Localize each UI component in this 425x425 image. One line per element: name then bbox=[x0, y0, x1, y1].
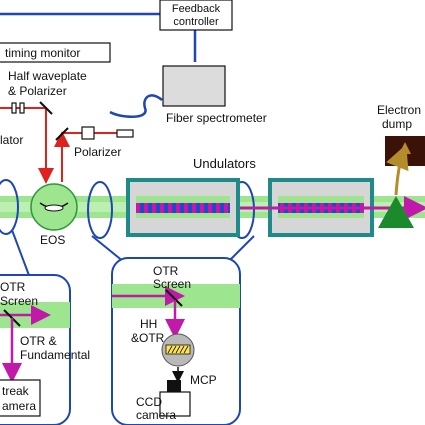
otr-screen-left-1: OTR bbox=[0, 280, 26, 294]
polarizer-optics bbox=[55, 126, 134, 141]
feedback-controller: Feedback controller bbox=[159, 0, 233, 31]
timing-monitor: timing monitor bbox=[0, 42, 111, 63]
undulator-1 bbox=[126, 178, 240, 237]
eos-label: EOS bbox=[40, 233, 65, 247]
ccd-label-1: CCD bbox=[136, 395, 162, 409]
electron-dump-label-2: dump bbox=[382, 117, 412, 131]
otr-screen-mid-1: OTR bbox=[153, 264, 179, 278]
ccd-label-2: camera bbox=[136, 408, 176, 422]
half-waveplate-label-1: Half waveplate bbox=[8, 69, 87, 83]
modulator-label: lator bbox=[0, 133, 23, 147]
feedback-label-1: Feedback bbox=[172, 3, 221, 15]
electron-dump-label-1: Electron bbox=[377, 103, 421, 117]
undulators-label: Undulators bbox=[193, 156, 256, 171]
otr-screen-mid-2: Screen bbox=[153, 277, 191, 291]
eos-chamber: EOS bbox=[30, 183, 78, 247]
ccd-camera-box bbox=[167, 380, 181, 392]
otr-fund-2: Fundamental bbox=[20, 348, 90, 362]
feedback-cables bbox=[0, 12, 197, 118]
feedback-label-2: controller bbox=[173, 16, 219, 28]
mcp-label: MCP bbox=[190, 373, 217, 387]
fiber-spectrometer-label: Fiber spectrometer bbox=[166, 111, 267, 125]
half-waveplate-optics bbox=[11, 101, 53, 115]
timing-monitor-label: timing monitor bbox=[5, 46, 80, 60]
hh-label-1: HH bbox=[140, 317, 157, 331]
hh-label-2: &OTR bbox=[131, 331, 165, 345]
otr-fund-1: OTR & bbox=[20, 334, 57, 348]
electron-dump: Electron dump bbox=[377, 103, 425, 228]
ccd-camera-panel: OTR Screen HH &OTR MCP CCD camera bbox=[91, 235, 255, 425]
otr-screen-left-2: Screen bbox=[0, 294, 38, 308]
polarizer-label: Polarizer bbox=[74, 145, 121, 159]
half-waveplate-label-2: & Polarizer bbox=[8, 84, 67, 98]
streak-camera-box bbox=[0, 379, 41, 417]
streak-label-1: treak bbox=[2, 384, 30, 398]
streak-camera-panel: OTR Screen OTR & Fundamental treak amera bbox=[0, 229, 90, 425]
streak-label-2: amera bbox=[2, 399, 36, 413]
fiber-spectrometer: Fiber spectrometer bbox=[162, 65, 267, 125]
dipole-triangle bbox=[378, 196, 414, 228]
